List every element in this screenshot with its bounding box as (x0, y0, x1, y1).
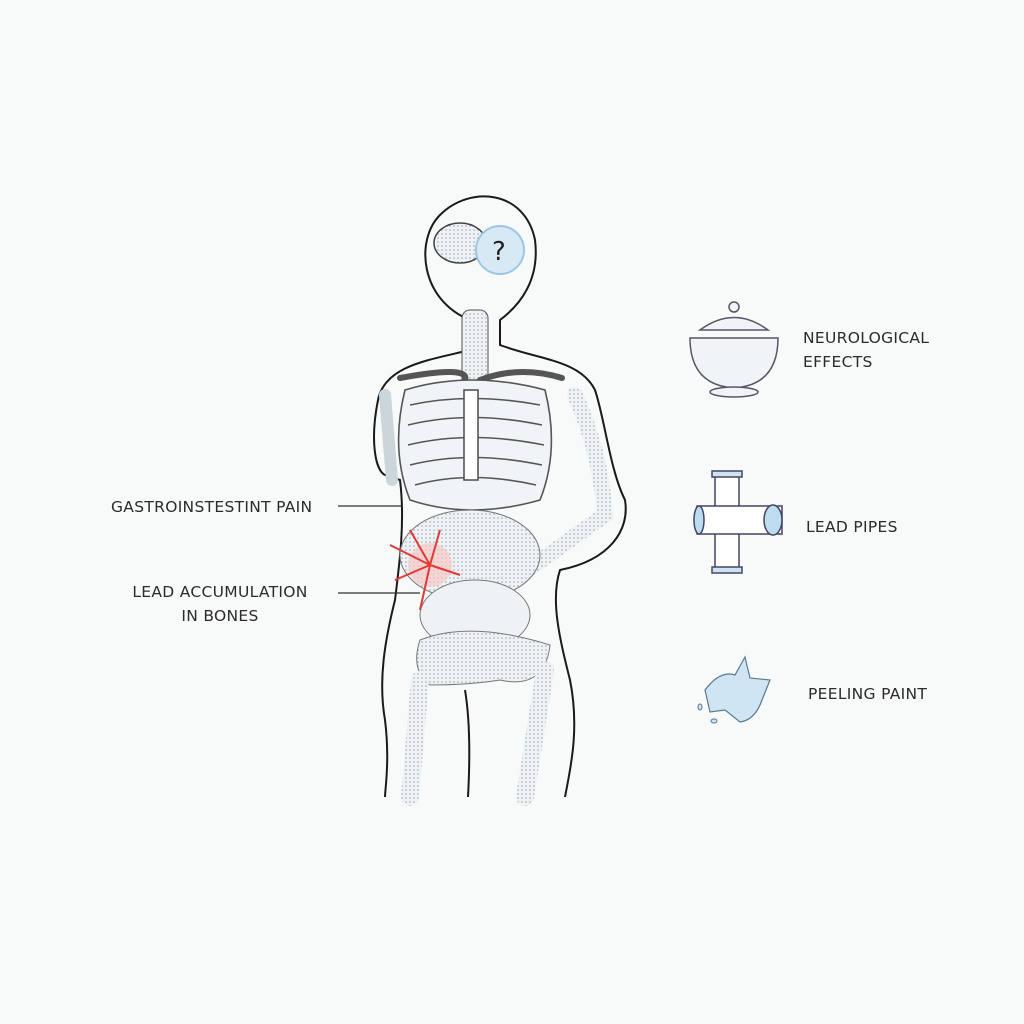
ribcage (397, 379, 553, 511)
arm-bone-left (379, 389, 398, 486)
label-gastrointestinal-pain: GASTROINSTESTINT PAIN (111, 498, 313, 516)
leg-bones (401, 661, 554, 806)
label-neurological-effects: NEUROLOGICAL EFFECTS (803, 326, 929, 374)
pelvis (416, 630, 551, 686)
lead-pipe-icon (693, 470, 783, 574)
label-peeling-paint: PEELING PAINT (808, 685, 928, 703)
ornate-pot-icon (689, 301, 779, 398)
label-line: EFFECTS (803, 353, 873, 371)
label-line: NEUROLOGICAL (803, 329, 930, 347)
peeling-paint-icon (704, 655, 771, 723)
label-lead-accumulation: LEAD ACCUMULATION IN BONES (120, 580, 320, 628)
label-line: IN BONES (181, 607, 259, 625)
svg-text:?: ? (492, 237, 506, 267)
body-outline (373, 195, 627, 798)
label-lead-pipes: LEAD PIPES (806, 518, 898, 536)
pain-burst-icon (389, 529, 461, 611)
label-line: LEAD ACCUMULATION (132, 583, 308, 601)
confusion-swirl-icon (475, 225, 525, 275)
arm-bone-right (512, 387, 614, 583)
